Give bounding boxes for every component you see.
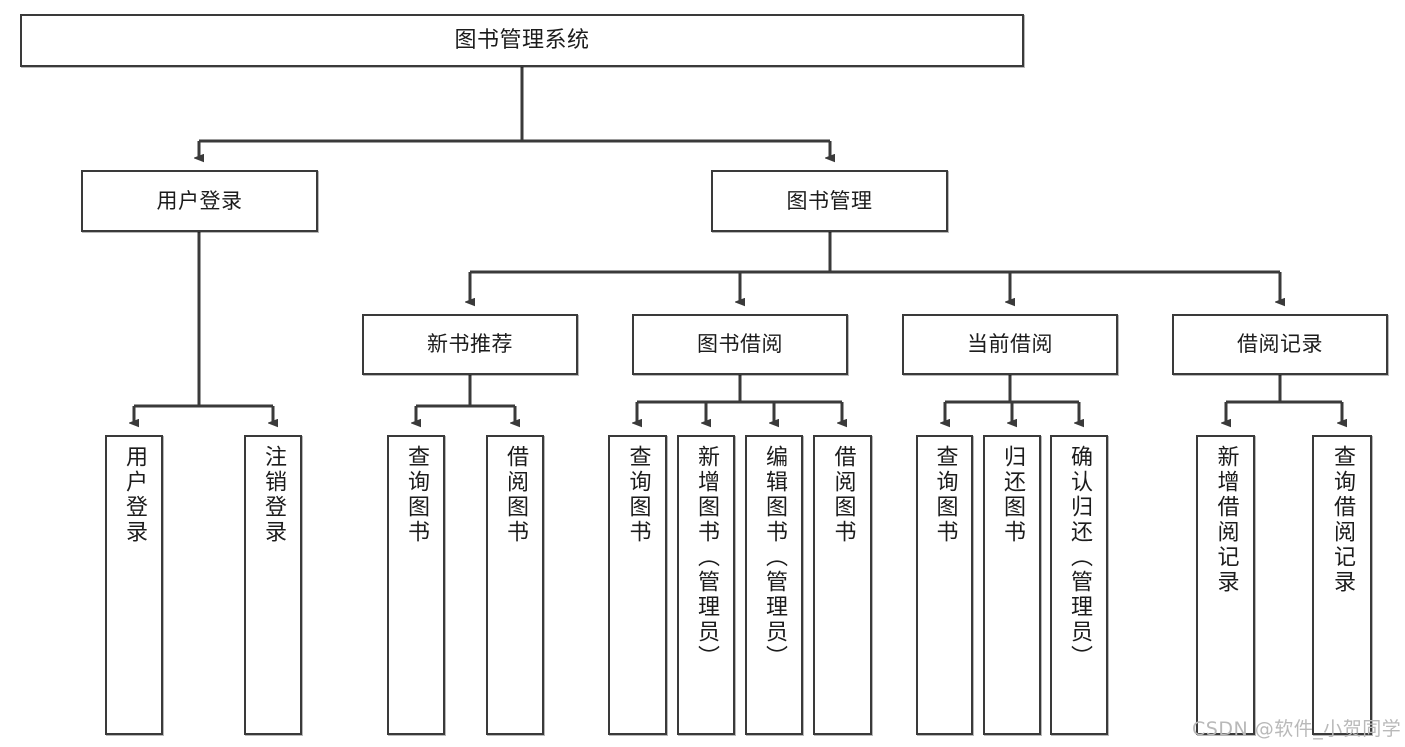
node-book-borrow[interactable]: 图书借阅 <box>632 314 848 375</box>
leaf-add-book-admin-label: 新增图书（管理员） <box>694 445 719 670</box>
leaf-query-borrow-record-label: 查询借阅记录 <box>1330 445 1355 595</box>
leaf-borrow-book-recommend-label: 借阅图书 <box>503 445 528 545</box>
node-new-book-recommend-label: 新书推荐 <box>427 332 513 357</box>
leaf-query-borrow-record[interactable]: 查询借阅记录 <box>1312 435 1372 735</box>
leaf-edit-book-admin-label: 编辑图书（管理员） <box>762 445 787 670</box>
leaf-borrow-book[interactable]: 借阅图书 <box>813 435 872 735</box>
node-user-login-label: 用户登录 <box>156 188 243 213</box>
node-user-login[interactable]: 用户登录 <box>81 170 318 232</box>
leaf-confirm-return-admin[interactable]: 确认归还（管理员） <box>1050 435 1108 735</box>
node-current-borrow-label: 当前借阅 <box>967 332 1053 357</box>
leaf-return-book[interactable]: 归还图书 <box>983 435 1041 735</box>
csdn-watermark: CSDN @软件_小贺同学 <box>1192 718 1402 740</box>
leaf-user-login-label: 用户登录 <box>122 445 147 545</box>
node-book-management-label: 图书管理 <box>786 188 873 213</box>
leaf-user-logout-label: 注销登录 <box>261 445 286 545</box>
leaf-query-book-current-label: 查询图书 <box>932 445 958 545</box>
leaf-query-book-recommend-label: 查询图书 <box>404 445 429 545</box>
leaf-add-borrow-record[interactable]: 新增借阅记录 <box>1196 435 1255 735</box>
node-new-book-recommend[interactable]: 新书推荐 <box>362 314 578 375</box>
node-borrow-records[interactable]: 借阅记录 <box>1172 314 1388 375</box>
leaf-add-book-admin[interactable]: 新增图书（管理员） <box>677 435 735 735</box>
node-root[interactable]: 图书管理系统 <box>20 14 1024 67</box>
leaf-query-book-current[interactable]: 查询图书 <box>916 435 973 735</box>
node-book-management[interactable]: 图书管理 <box>711 170 948 232</box>
node-book-borrow-label: 图书借阅 <box>697 332 783 357</box>
leaf-query-book-borrow-label: 查询图书 <box>625 445 651 545</box>
node-root-label: 图书管理系统 <box>454 27 590 53</box>
leaf-borrow-book-recommend[interactable]: 借阅图书 <box>486 435 544 735</box>
leaf-confirm-return-admin-label: 确认归还（管理员） <box>1067 445 1092 670</box>
leaf-add-borrow-record-label: 新增借阅记录 <box>1213 445 1239 595</box>
leaf-return-book-label: 归还图书 <box>1000 445 1025 545</box>
leaf-edit-book-admin[interactable]: 编辑图书（管理员） <box>745 435 803 735</box>
leaf-user-login[interactable]: 用户登录 <box>105 435 163 735</box>
leaf-user-logout[interactable]: 注销登录 <box>244 435 302 735</box>
leaf-query-book-borrow[interactable]: 查询图书 <box>608 435 667 735</box>
node-current-borrow[interactable]: 当前借阅 <box>902 314 1118 375</box>
node-borrow-records-label: 借阅记录 <box>1237 332 1323 357</box>
leaf-query-book-recommend[interactable]: 查询图书 <box>387 435 445 735</box>
leaf-borrow-book-label: 借阅图书 <box>830 445 856 545</box>
